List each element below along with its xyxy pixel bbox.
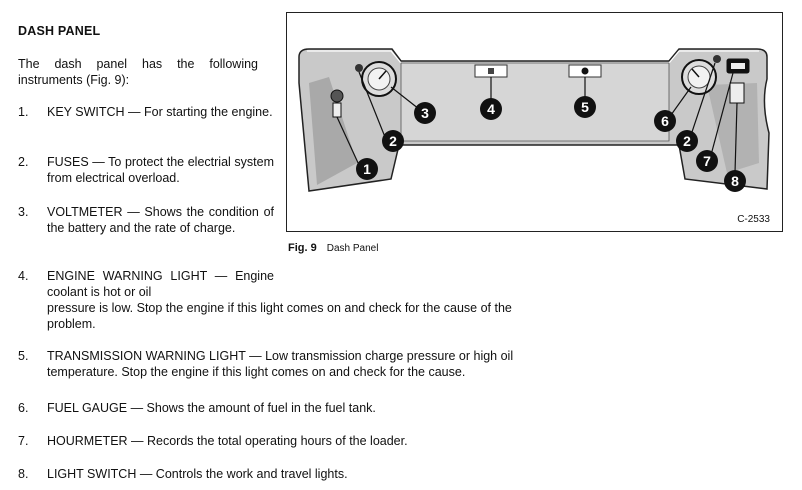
- list-item: 1. KEY SWITCH — For starting the engine.: [18, 104, 274, 120]
- item-number: 4.: [18, 269, 29, 283]
- panel-shading-left: [309, 77, 357, 185]
- item-text: KEY SWITCH — For starting the engine.: [47, 105, 273, 119]
- figure-code: C-2533: [737, 214, 770, 225]
- item-number: 3.: [18, 205, 29, 219]
- item-number: 2.: [18, 155, 29, 169]
- fuse-right: [713, 55, 721, 63]
- callout-3: 3: [414, 102, 436, 124]
- list-item: 4. ENGINE WARNING LIGHT — Engine coolant…: [18, 268, 547, 332]
- intro-paragraph: The dash panel has the following instrum…: [18, 57, 258, 87]
- callout-label: 3: [421, 105, 429, 121]
- fuse-left: [355, 64, 363, 72]
- transmission-warning-lamp: [581, 67, 589, 75]
- panel-center-strip: [400, 62, 670, 142]
- item-text: HOURMETER — Records the total operating …: [47, 434, 408, 448]
- callout-1: 1: [356, 158, 378, 180]
- callout-5: 5: [574, 96, 596, 118]
- callout-label: 4: [487, 101, 495, 117]
- item-number: 5.: [18, 349, 29, 363]
- callout-label: 2: [683, 133, 691, 149]
- callout-label: 8: [731, 173, 739, 189]
- figure-caption: Fig. 9 Dash Panel: [288, 242, 378, 254]
- item-text-rest: pressure is low. Stop the engine if this…: [47, 301, 512, 331]
- item-text: VOLTMETER — Shows the condition of the b…: [47, 205, 274, 235]
- item-number: 8.: [18, 467, 29, 481]
- item-text: LIGHT SWITCH — Controls the work and tra…: [47, 467, 348, 481]
- figure-caption-text: Dash Panel: [326, 243, 379, 254]
- fuel-gauge-needle: [691, 68, 700, 78]
- item-number: 7.: [18, 434, 29, 448]
- list-item: 3. VOLTMETER — Shows the condition of th…: [18, 204, 274, 236]
- key-switch: [330, 89, 344, 103]
- list-item: 5. TRANSMISSION WARNING LIGHT — Low tran…: [18, 348, 549, 380]
- item-text-lead: ENGINE WARNING LIGHT — Engine coolant is…: [47, 269, 274, 299]
- callout-label: 5: [581, 99, 589, 115]
- callout-label: 6: [661, 113, 669, 129]
- item-text: FUSES — To protect the electrial system …: [47, 155, 274, 185]
- list-item: 6. FUEL GAUGE — Shows the amount of fuel…: [18, 400, 376, 416]
- list-item: 8. LIGHT SWITCH — Controls the work and …: [18, 466, 348, 482]
- section-heading: DASH PANEL: [18, 24, 101, 38]
- item-number: 1.: [18, 105, 29, 119]
- callout-8: 7: [696, 150, 718, 172]
- item-text: FUEL GAUGE — Shows the amount of fuel in…: [47, 401, 376, 415]
- item-text: TRANSMISSION WARNING LIGHT — Low transmi…: [47, 349, 514, 379]
- callout-7: 2: [676, 130, 698, 152]
- list-item: 2. FUSES — To protect the electrial syst…: [18, 154, 274, 186]
- callout-4: 4: [480, 98, 502, 120]
- engine-warning-lamp: [488, 68, 494, 74]
- callout-9: 8: [724, 170, 746, 192]
- light-switch: [729, 82, 745, 104]
- item-number: 6.: [18, 401, 29, 415]
- callout-2: 2: [382, 130, 404, 152]
- callout-label: 1: [363, 161, 371, 177]
- key-icon: [332, 102, 342, 118]
- hourmeter-window: [731, 63, 745, 69]
- panel-shading-right: [707, 83, 759, 173]
- callout-6: 6: [654, 110, 676, 132]
- callout-label: 2: [389, 133, 397, 149]
- callout-label: 7: [703, 153, 711, 169]
- voltmeter-needle: [378, 70, 387, 80]
- figure-caption-label: Fig. 9: [288, 242, 317, 254]
- list-item: 7. HOURMETER — Records the total operati…: [18, 433, 408, 449]
